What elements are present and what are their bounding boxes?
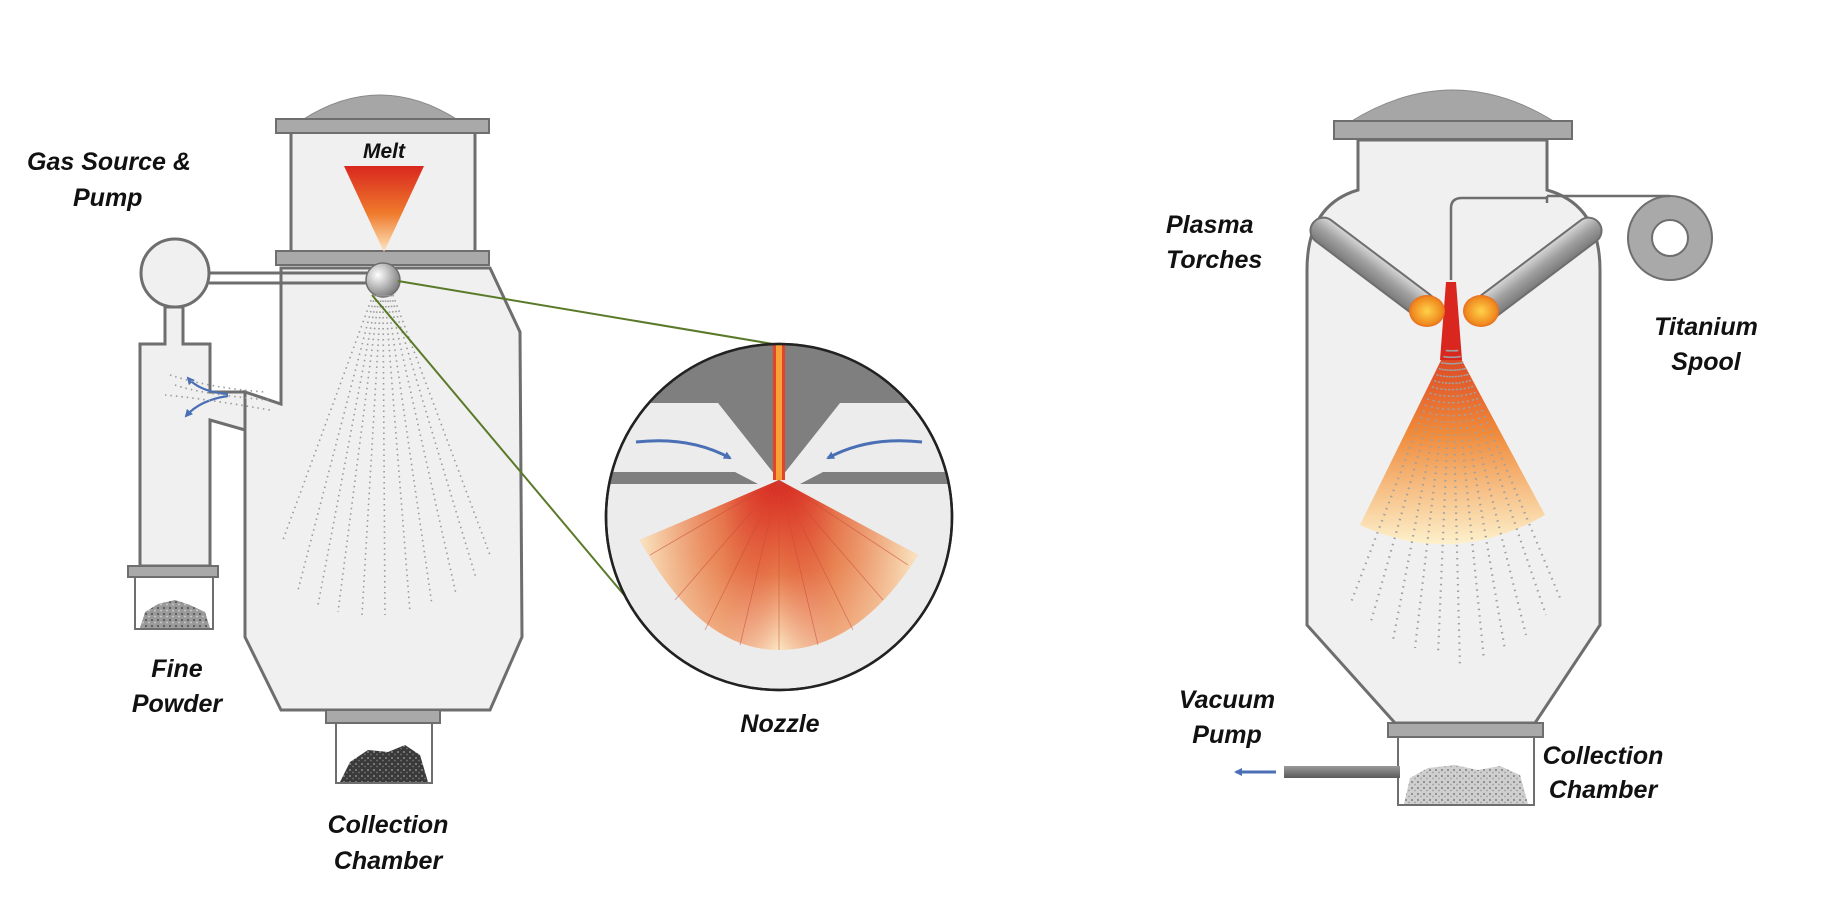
plasma-top-plate <box>1333 120 1573 140</box>
gas-flow-left-arrow <box>635 439 732 460</box>
label-titanium-spool-1: Titanium <box>1654 313 1758 341</box>
wire-feed <box>1449 196 1547 280</box>
cyclone-flow <box>164 374 271 418</box>
gas-jet-left <box>606 472 758 484</box>
label-collection-1: Collection <box>328 811 449 839</box>
plasma-collection-powder <box>1404 765 1528 804</box>
label-fine-powder-2: Powder <box>132 690 224 718</box>
plasma-torch-right <box>1463 216 1603 327</box>
gas-jet-right <box>800 472 952 484</box>
atomizer-nozzle-ball <box>365 262 401 298</box>
label-plasma-torches-2: Torches <box>1166 246 1262 274</box>
label-plasma-collection-1: Collection <box>1543 742 1664 770</box>
cyclone-plate <box>127 565 219 578</box>
label-collection-2: Chamber <box>334 847 444 875</box>
label-gas-source-2: Pump <box>73 184 142 212</box>
top-plate <box>275 118 490 134</box>
plasma-bottom-plate <box>1387 722 1544 738</box>
label-plasma-torches-1: Plasma <box>1166 211 1254 239</box>
plasma-spray <box>1360 340 1545 545</box>
vacuum-pipe <box>1284 766 1400 778</box>
gas-atomizer: Gas Source & Pump Melt Fine Powder Colle… <box>27 94 954 875</box>
fine-powder-pile <box>140 600 210 628</box>
label-vacuum-pump-1: Vacuum <box>1179 686 1275 714</box>
molten-wire-tip <box>1440 282 1462 360</box>
gas-flow-right-arrow <box>826 439 923 460</box>
label-gas-source-1: Gas Source & <box>27 148 191 176</box>
label-vacuum-pump-2: Pump <box>1192 721 1261 749</box>
plasma-torch-left <box>1309 216 1445 327</box>
label-nozzle: Nozzle <box>740 710 819 738</box>
plasma-dome <box>1348 89 1557 123</box>
label-melt: Melt <box>363 140 406 163</box>
bottom-plate <box>325 709 441 724</box>
plasma-droplet-streaks <box>1348 349 1562 669</box>
label-fine-powder-1: Fine <box>151 655 202 683</box>
gas-source-pump <box>139 237 211 309</box>
gas-feed-pipe <box>209 271 373 285</box>
label-plasma-collection-2: Chamber <box>1549 776 1659 804</box>
spray-streaks-left <box>282 294 491 616</box>
melt-crucible <box>344 166 424 252</box>
cyclone-separator <box>138 305 247 568</box>
nozzle-detail <box>604 342 954 692</box>
label-titanium-spool-2: Spool <box>1671 348 1741 376</box>
zoom-line-bottom <box>371 294 631 603</box>
melt-dome <box>300 94 460 121</box>
plasma-atomizer: Plasma Torches Titanium Spool Vacuum Pum… <box>1166 89 1758 806</box>
zoom-line-top <box>397 280 780 346</box>
collection-powder <box>340 745 428 782</box>
